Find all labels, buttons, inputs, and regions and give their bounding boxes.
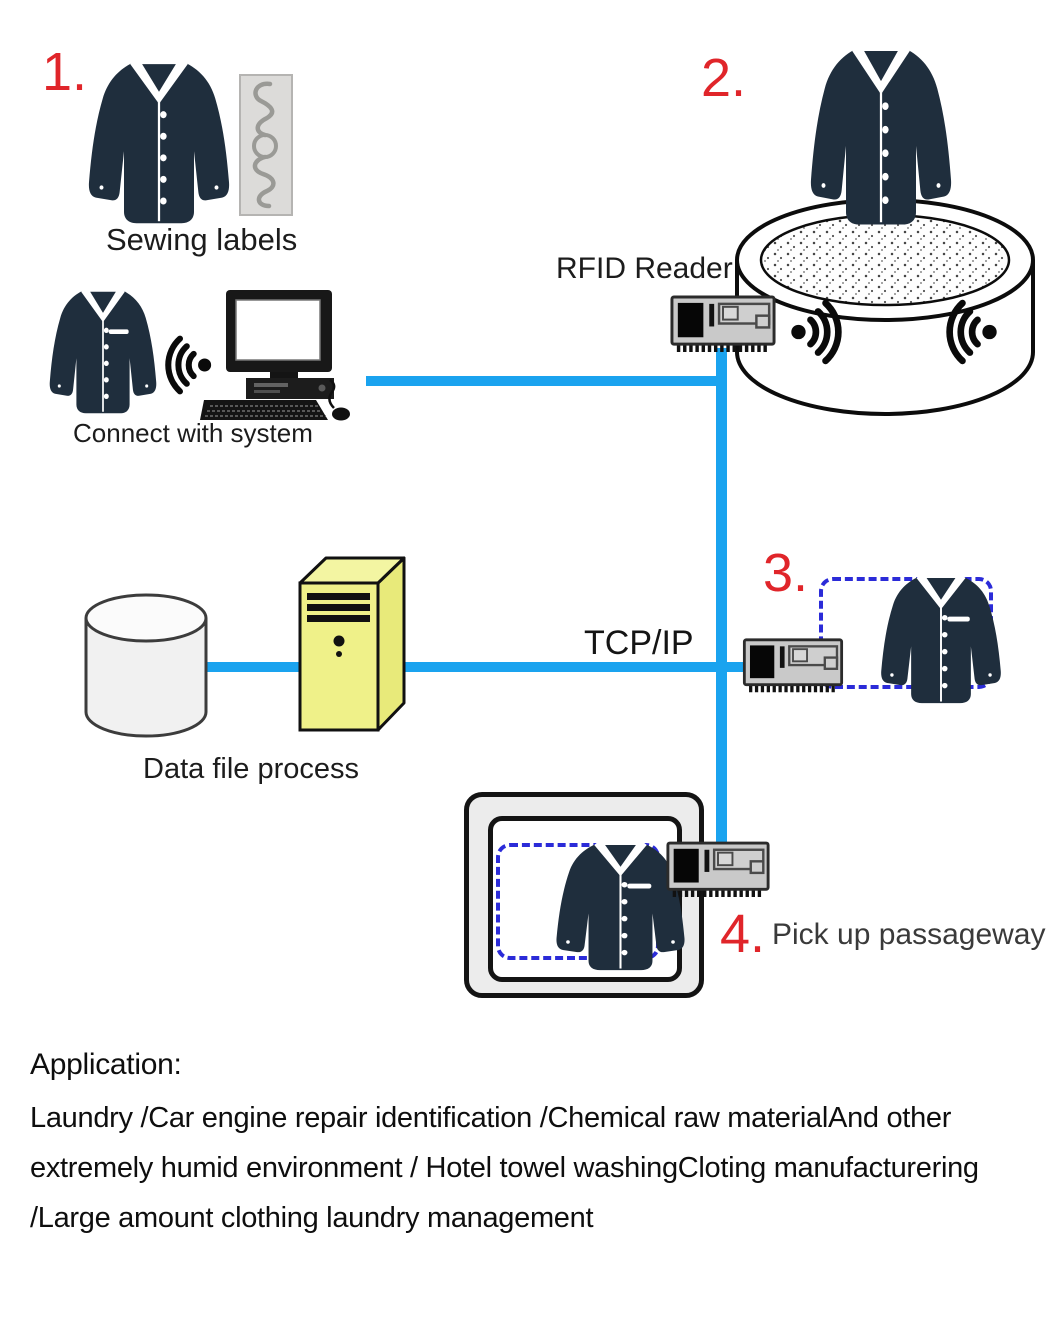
line-tcpip-bus xyxy=(204,662,749,672)
shirt-icon xyxy=(806,40,956,234)
line-computer-to-trunk xyxy=(366,376,727,386)
step3-number: 3. xyxy=(763,543,809,603)
application-line: Laundry /Car engine repair identificatio… xyxy=(30,1102,952,1134)
protocol-label: TCP/IP xyxy=(584,624,694,662)
application-line: /Large amount clothing laundry managemen… xyxy=(30,1202,594,1234)
rfid-reader-icon xyxy=(665,840,771,900)
shirt-icon xyxy=(552,837,689,977)
database-cylinder-icon xyxy=(84,593,208,738)
step4-number: 4. xyxy=(720,904,766,964)
data-process-caption: Data file process xyxy=(143,753,359,785)
rfid-reader-icon xyxy=(741,637,845,695)
shirt-icon xyxy=(877,570,1005,710)
desktop-computer-icon xyxy=(200,290,350,421)
step1-number: 1. xyxy=(42,42,88,102)
server-tower-icon xyxy=(298,556,406,732)
rfid-reader-icon xyxy=(669,294,777,355)
shirt-icon xyxy=(84,54,234,232)
step1-caption: Sewing labels xyxy=(106,222,298,257)
line-vertical-trunk xyxy=(716,348,727,847)
application-line: extremely humid environment / Hotel towe… xyxy=(30,1152,979,1184)
step4-caption: Pick up passageway xyxy=(772,918,1046,951)
shirt-icon xyxy=(46,284,160,420)
application-heading: Application: xyxy=(30,1048,182,1081)
step2-number: 2. xyxy=(701,48,747,108)
connect-caption: Connect with system xyxy=(73,418,313,448)
rfid-tag-icon xyxy=(239,74,293,216)
rfid-reader-label: RFID Reader xyxy=(556,252,733,285)
washing-drum-icon xyxy=(735,198,1035,416)
